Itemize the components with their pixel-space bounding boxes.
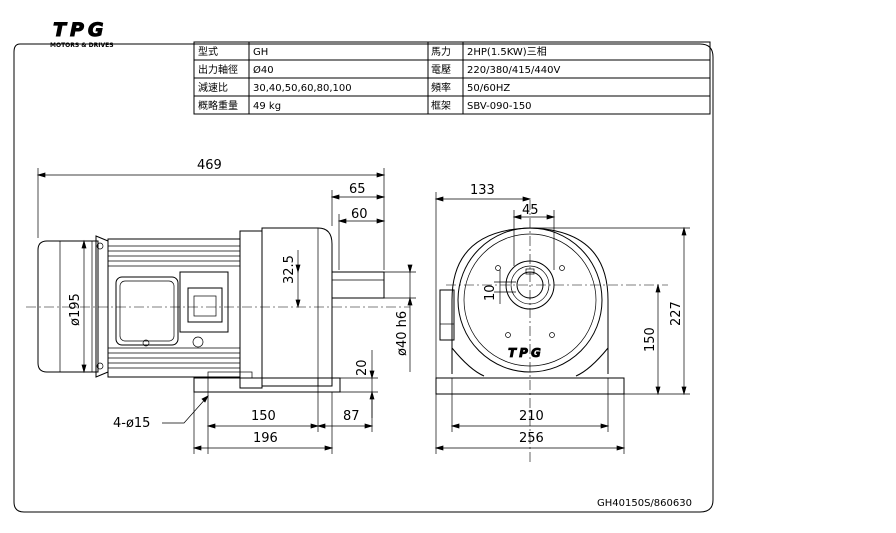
side-view: [26, 227, 410, 393]
spec-value-model: GH: [253, 47, 268, 58]
drawing-number: GH40150S/860630: [597, 498, 692, 509]
side-dimensions: [36, 168, 416, 454]
spec-key-ratio: 減速比: [198, 81, 228, 94]
spec-key-weight: 概略重量: [198, 99, 238, 112]
side-dimension-labels: 469 65 60 32.5 ø195 ø40 h6 20 150 87 196…: [68, 158, 410, 446]
spec-value-shaft: Ø40: [253, 64, 274, 76]
dim-150-vertical: 150: [643, 327, 658, 352]
dim-469: 469: [197, 158, 222, 173]
sheet-frame: [13, 43, 714, 513]
dim-65: 65: [349, 182, 366, 197]
spec-key-voltage: 電壓: [431, 64, 451, 76]
dim-256: 256: [519, 431, 544, 446]
dim-195: ø195: [68, 293, 83, 326]
spec-value-power: 2HP(1.5KW)三相: [467, 45, 547, 58]
dim-32-5: 32.5: [282, 255, 297, 284]
spec-key-power: 馬力: [431, 45, 451, 58]
spec-key-model: 型式: [198, 45, 218, 58]
dim-20: 20: [355, 359, 370, 376]
logo-subtext: MOTORS & DRIVES: [50, 42, 114, 49]
front-emblem: TPG: [508, 346, 544, 360]
front-view: TPG: [435, 200, 668, 465]
spec-value-frame: SBV-090-150: [467, 101, 532, 112]
spec-key-shaft: 出力軸徑: [198, 63, 238, 76]
mounting-holes: 4-ø15: [113, 416, 150, 431]
spec-value-ratio: 30,40,50,60,80,100: [253, 83, 352, 94]
dim-227: 227: [669, 301, 684, 326]
spec-key-frame: 框架: [431, 99, 451, 112]
dim-210: 210: [519, 409, 544, 424]
dim-40h6: ø40 h6: [395, 311, 410, 356]
dim-196: 196: [253, 431, 278, 446]
dim-60: 60: [351, 207, 368, 222]
dim-10: 10: [483, 284, 498, 301]
dim-133: 133: [470, 183, 495, 198]
tpg-logo: TPG MOTORS & DRIVES: [50, 19, 130, 49]
front-dimension-labels: 133 45 10 150 227 210 256: [470, 183, 684, 446]
spec-value-weight: 49 kg: [253, 101, 281, 112]
spec-value-voltage: 220/380/415/440V: [467, 65, 560, 76]
logo-text: TPG: [53, 19, 107, 41]
dim-150: 150: [251, 409, 276, 424]
dim-87: 87: [343, 409, 360, 424]
front-dimensions: [434, 192, 690, 454]
spec-key-frequency: 頻率: [431, 81, 451, 94]
spec-value-frequency: 50/60HZ: [467, 83, 510, 94]
dim-45: 45: [522, 203, 539, 218]
spec-table: 型式 GH 馬力 2HP(1.5KW)三相 出力軸徑 Ø40 電壓 220/38…: [193, 41, 711, 115]
